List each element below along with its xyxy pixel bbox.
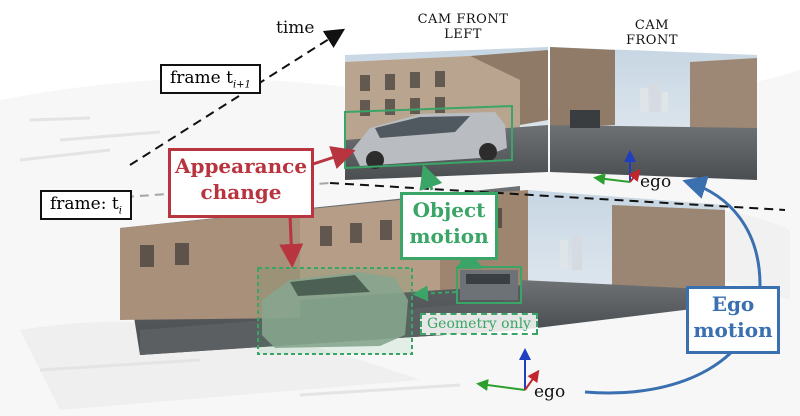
cam-front-left-label: CAM FRONT LEFT	[417, 12, 509, 42]
image-front-next	[550, 47, 757, 180]
appearance-arrow-up	[309, 146, 356, 169]
ego-motion-callout: Ego motion	[686, 286, 780, 354]
ego-axes-bottom	[476, 348, 540, 392]
object-box-current-small	[456, 266, 522, 304]
time-label: time	[276, 18, 315, 38]
object-motion-callout: Object motion	[400, 192, 498, 260]
ego-label-top: ego	[640, 172, 672, 192]
object-motion-arrow-up	[419, 164, 443, 191]
cam-front-label: CAM FRONT	[625, 18, 678, 48]
frame-next-subscript: i+1	[232, 79, 251, 91]
ego-label-bottom: ego	[534, 382, 566, 402]
frame-current-subscript: i	[118, 205, 122, 217]
geometry-only-label: Geometry only	[420, 313, 538, 335]
frame-next-box: frame ti+1	[160, 64, 261, 95]
appearance-arrow-down	[279, 214, 304, 268]
image-front-left-next	[345, 47, 548, 180]
frame-separator	[329, 182, 786, 211]
frame-current-text: frame: t	[50, 194, 119, 214]
frame-current-box: frame: ti	[40, 190, 132, 221]
time-axis	[129, 28, 346, 166]
ego-axes-top	[593, 150, 641, 185]
frame-next-text: frame t	[170, 68, 233, 88]
appearance-change-callout: Appearance change	[168, 148, 314, 218]
object-box-current-geometry	[257, 267, 413, 355]
